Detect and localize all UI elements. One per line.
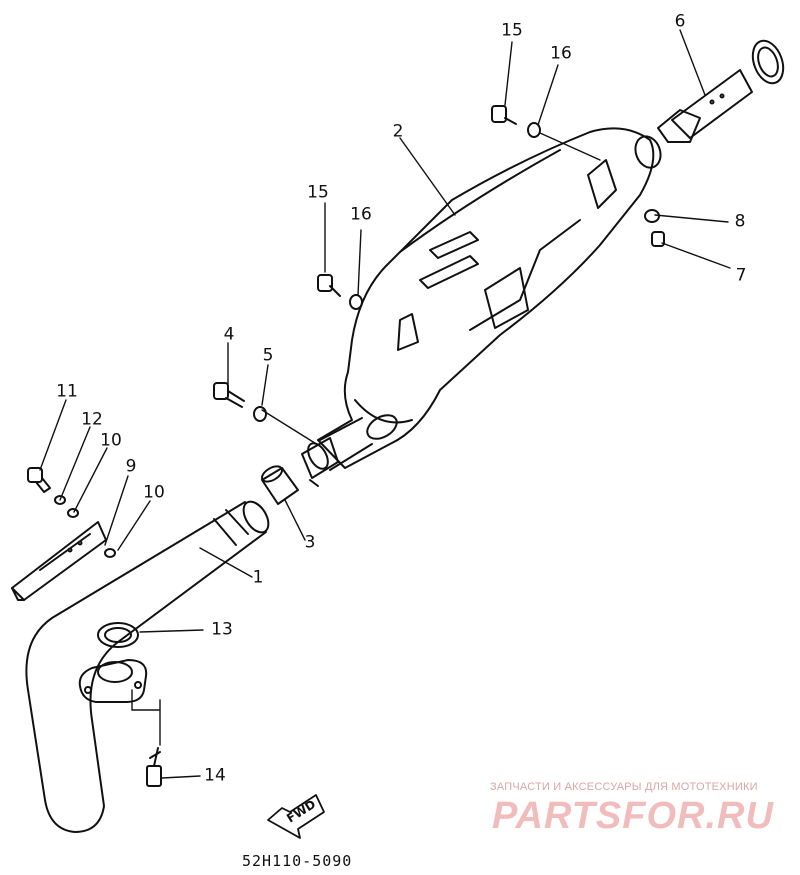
muffler-joint — [261, 465, 299, 505]
bracket-bolt — [27, 467, 51, 493]
muffler-bolt — [213, 382, 245, 408]
callout-16-upper: 16 — [550, 43, 572, 64]
muffler — [307, 127, 662, 471]
callout-11: 11 — [56, 381, 78, 402]
leader-lines — [39, 29, 731, 779]
callout-14: 14 — [204, 765, 226, 786]
watermark-tagline: ЗАПЧАСТИ И АКСЕССУАРЫ ДЛЯ МОТОТЕХНИКИ — [490, 781, 758, 793]
damper — [644, 209, 660, 223]
fwd-arrow — [267, 794, 325, 839]
callout-7: 7 — [735, 265, 747, 286]
callout-12: 12 — [81, 409, 103, 430]
callout-4: 4 — [223, 324, 235, 345]
protector-bracket — [11, 521, 107, 601]
callout-2: 2 — [392, 121, 404, 142]
callout-9: 9 — [125, 456, 137, 477]
muffler-clamp — [301, 437, 339, 487]
watermark-logo: PARTSFOR.RU — [492, 795, 774, 837]
callout-16-lower: 16 — [350, 204, 372, 225]
callout-1: 1 — [252, 567, 264, 588]
callout-10-lower: 10 — [143, 482, 165, 503]
callout-15-lower: 15 — [307, 182, 329, 203]
flange-bolt — [146, 747, 162, 787]
mount-bolt — [317, 105, 517, 297]
mount-washer — [349, 122, 541, 310]
exhaust-flange — [78, 659, 148, 703]
washer — [54, 495, 116, 558]
exhaust-pipe — [25, 500, 270, 833]
callout-8: 8 — [734, 211, 746, 232]
callout-6: 6 — [674, 11, 686, 32]
small-bolt — [651, 231, 665, 247]
muffler-washer — [253, 406, 267, 422]
tail-pipe — [657, 39, 785, 143]
callout-15-upper: 15 — [501, 20, 523, 41]
fwd-label: FWD — [284, 797, 318, 826]
part-code: 52H110-5090 — [242, 852, 353, 870]
callout-5: 5 — [262, 345, 274, 366]
callout-3: 3 — [304, 532, 316, 553]
callout-10-upper: 10 — [100, 430, 122, 451]
callout-13: 13 — [211, 619, 233, 640]
exhaust-gasket — [97, 622, 139, 648]
